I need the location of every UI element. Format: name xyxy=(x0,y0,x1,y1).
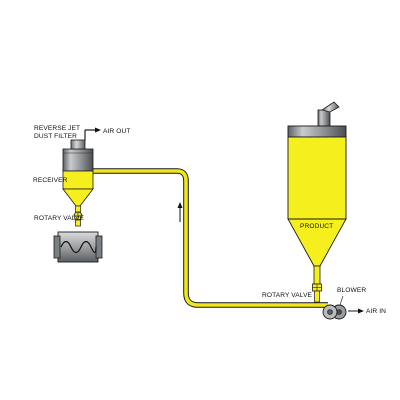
label-rotary-valve-right: ROTARY VALVE xyxy=(262,292,313,299)
rotary-valve-right xyxy=(312,283,322,303)
label-dust-filter-line2: DUST FILTER xyxy=(34,133,77,140)
receiver-vessel xyxy=(62,170,94,213)
conveying-pipe xyxy=(90,168,328,308)
label-air-out: AIR OUT xyxy=(103,128,130,135)
silo-exhaust xyxy=(317,101,340,127)
dust-filter xyxy=(62,139,94,172)
arrow-right-icon xyxy=(348,308,364,314)
air-out-outlet xyxy=(84,127,101,140)
blower-leader xyxy=(339,295,344,306)
receiver-assembly xyxy=(53,127,103,263)
arrow-up-icon xyxy=(177,202,183,222)
label-dust-filter-line1: REVERSE JET xyxy=(34,125,80,132)
label-rotary-valve-left: ROTARY VALVE xyxy=(34,215,85,222)
rotary-valve-left xyxy=(73,211,83,227)
sine-wave-icon xyxy=(60,240,97,254)
label-product: PRODUCT xyxy=(300,223,333,230)
product-silo xyxy=(287,101,347,285)
screw-feeder xyxy=(53,231,103,263)
label-air-in: AIR IN xyxy=(366,308,386,315)
blower xyxy=(322,304,347,320)
label-blower: BLOWER xyxy=(337,287,366,294)
label-receiver: RECEIVER xyxy=(33,177,68,184)
